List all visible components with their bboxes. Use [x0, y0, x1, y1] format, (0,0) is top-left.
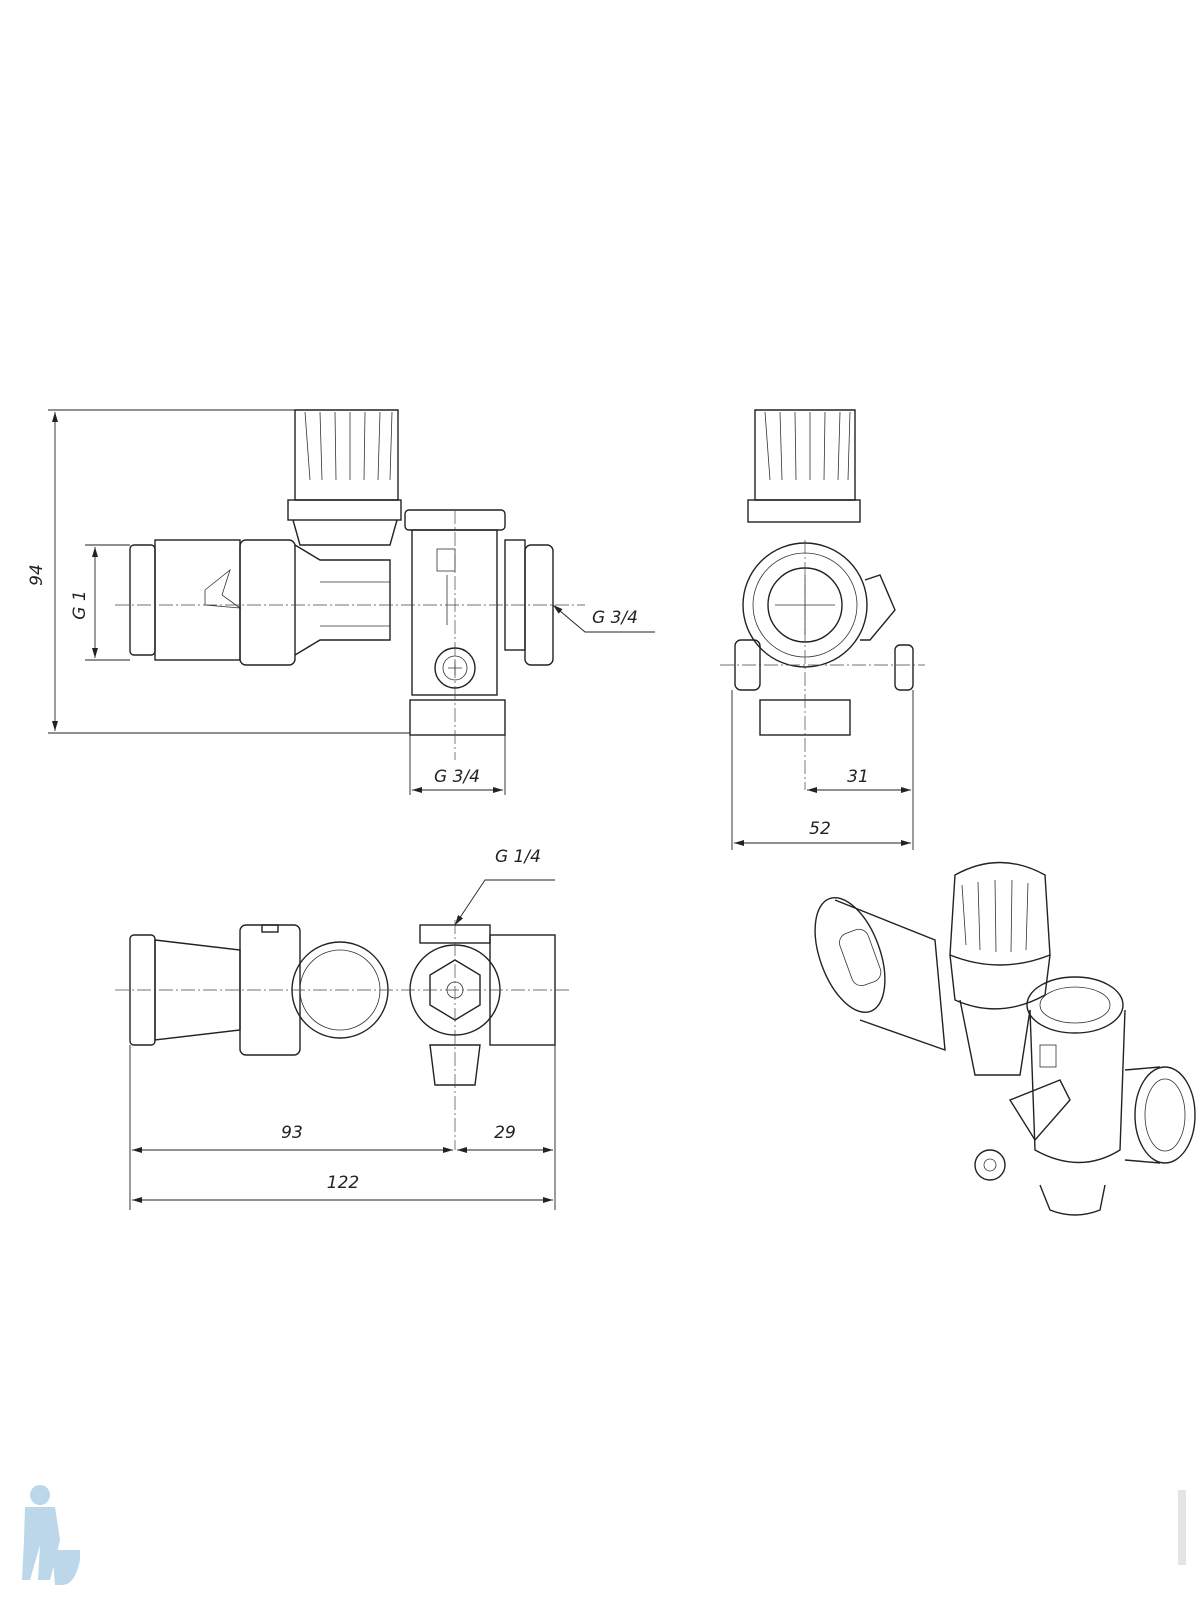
plumber-logo-watermark [22, 1485, 80, 1585]
height-dim-label: 94 [27, 564, 47, 586]
bottom-outlet-thread-label: G 3/4 [434, 767, 480, 787]
side-view [720, 409, 925, 850]
front-view [48, 409, 655, 795]
port-thread-label: G 1/4 [495, 847, 541, 867]
total-length-dim-label: 122 [327, 1173, 359, 1193]
length-dim-b-label: 29 [494, 1123, 516, 1143]
side-outlet-thread-label: G 3/4 [592, 608, 638, 628]
length-dim-a-label: 93 [281, 1123, 303, 1143]
side-watermark [1178, 1490, 1186, 1565]
top-view [115, 879, 570, 1210]
offset-dim-label: 31 [847, 767, 869, 787]
width-dim-label: 52 [809, 819, 831, 839]
inlet-thread-label: G 1 [70, 590, 90, 619]
isometric-view [814, 861, 1196, 1216]
